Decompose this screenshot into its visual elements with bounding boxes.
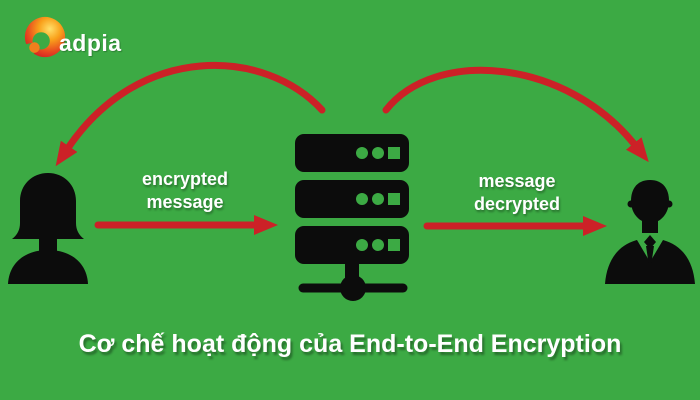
sender-figure xyxy=(6,172,90,284)
curved-return-arrow-to-receiver xyxy=(382,66,649,163)
curved-return-arrow-to-sender xyxy=(55,62,326,167)
man-silhouette-icon xyxy=(605,180,695,284)
brand-logo: adpia xyxy=(22,14,122,60)
server-stack-icon xyxy=(295,134,409,301)
woman-silhouette-icon xyxy=(8,173,88,284)
brand-name: adpia xyxy=(59,30,122,56)
decrypted-label-line1: message xyxy=(478,171,556,191)
encrypted-label-line2: message xyxy=(146,191,224,212)
server-figure xyxy=(293,130,413,310)
receiver-figure xyxy=(603,178,697,284)
page-title: Cơ chế hoạt động của End-to-End Encrypti… xyxy=(78,330,622,358)
decrypted-message-label: message decrypted xyxy=(442,170,592,215)
encrypted-label-line1: encrypted xyxy=(141,169,229,189)
decrypted-label-line2: decrypted xyxy=(473,193,561,214)
encrypted-message-label: encrypted message xyxy=(110,168,260,213)
swirl-flame-icon xyxy=(23,16,66,60)
